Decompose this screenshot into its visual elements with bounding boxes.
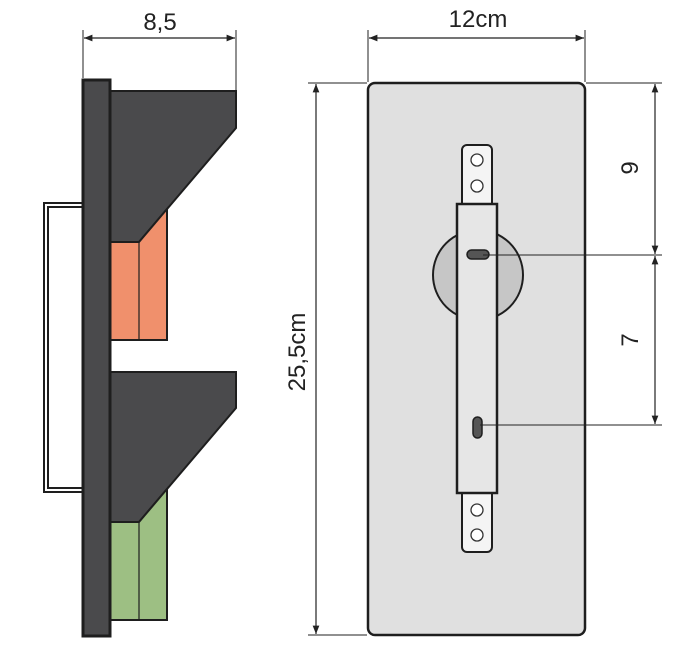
hole-icon (470, 153, 484, 167)
depth-label: 8,5 (143, 9, 176, 36)
front-view: 12cm 25,5cm 9 7 (284, 6, 662, 637)
side-view: 8,5 (43, 9, 237, 638)
lock-bar (455, 202, 499, 495)
hole-icon (470, 179, 484, 193)
upper-block (109, 90, 237, 243)
lower-block (109, 371, 237, 523)
lower-slot (472, 416, 483, 439)
slot-spacing-label: 7 (617, 333, 644, 346)
width-label: 12cm (449, 6, 508, 33)
hole-icon (470, 503, 484, 517)
upper-offset-label: 9 (617, 161, 644, 174)
hole-icon (470, 528, 484, 542)
back-plate (81, 78, 112, 638)
height-label: 25,5cm (284, 313, 311, 392)
